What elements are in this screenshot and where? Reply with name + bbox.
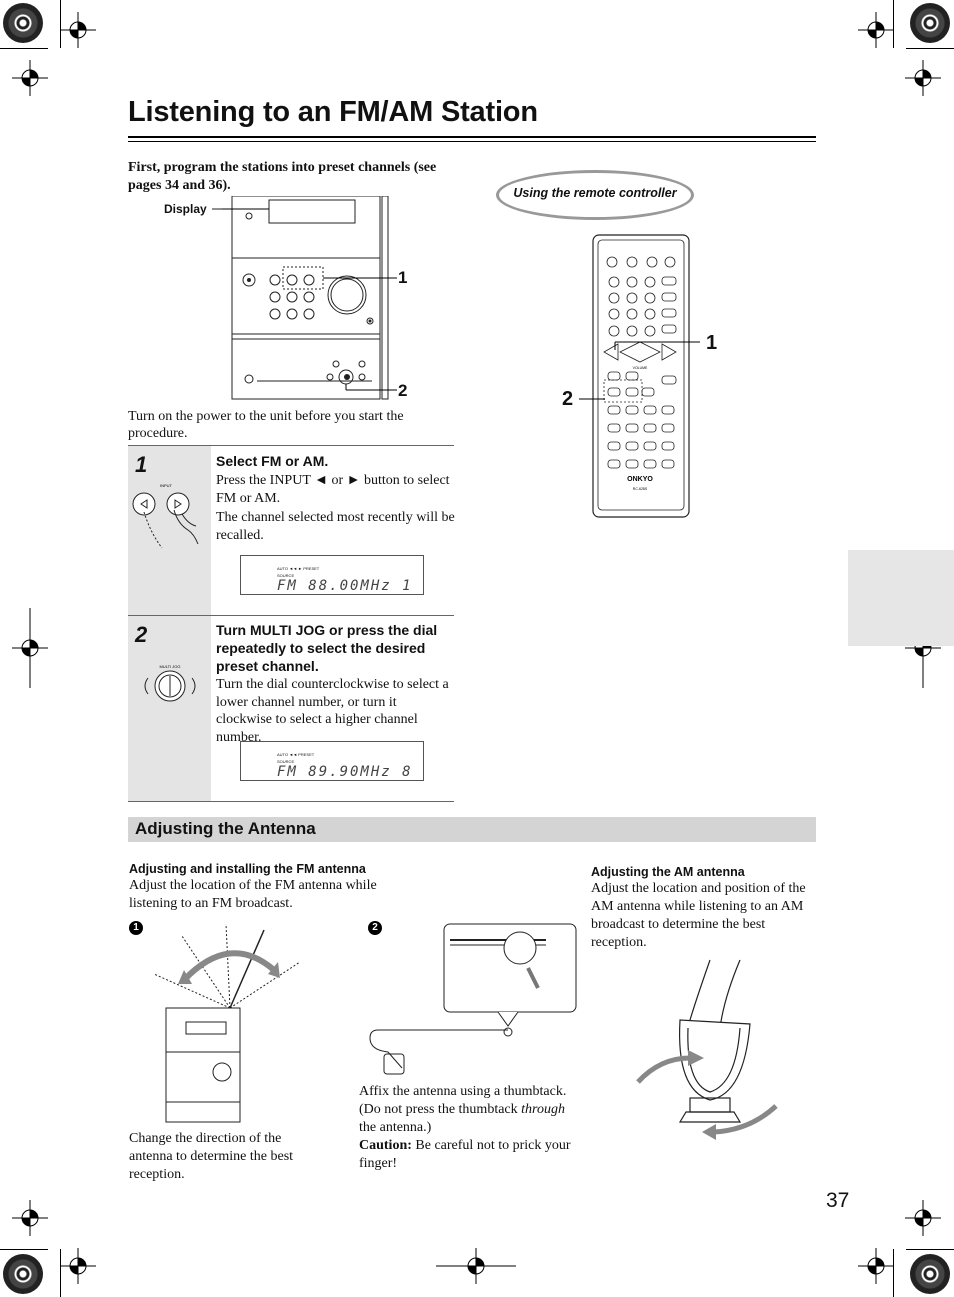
- am-antenna-body: Adjust the location and position of the …: [591, 881, 806, 950]
- fm-antenna-direction-illustration: [153, 923, 301, 1123]
- step-heading: Turn MULTI JOG or press the dial repeate…: [216, 622, 438, 674]
- step-1: 1 INPUT Select FM or AM. Press the INPUT…: [128, 445, 455, 615]
- am-antenna-illustration: [636, 959, 778, 1140]
- remote-callout-leaders: [579, 341, 700, 400]
- step-body: Press the INPUT ◄ or ► button to select …: [216, 473, 450, 506]
- fm-caption-1: Change the direction of the antenna to d…: [129, 1131, 294, 1182]
- fm-antenna-heading: Adjusting and installing the FM antenna: [129, 862, 366, 876]
- lcd-indicators: AUTO ◄◄ ► PRESET: [277, 566, 320, 571]
- step-body: Turn the dial counterclockwise to select…: [216, 677, 449, 745]
- remote-controller-label: Using the remote controller: [513, 186, 677, 200]
- main-unit-illustration: [212, 196, 397, 400]
- fm-caption-2: Affix the antenna using a thumbtack. (Do…: [359, 1084, 571, 1171]
- step-number: 2: [135, 622, 148, 647]
- input-button-label: INPUT: [160, 483, 173, 488]
- page-number: 37: [826, 1189, 850, 1212]
- remote-control-illustration: ONKYO RC-628S VOLUME: [592, 234, 690, 518]
- step-number: 1: [135, 452, 148, 477]
- am-antenna-heading: Adjusting the AM antenna: [591, 865, 745, 879]
- caution-label: Caution:: [359, 1138, 412, 1153]
- bullet-2: 2: [368, 921, 382, 935]
- title-rule: [128, 136, 816, 138]
- corner-registration-disc: [3, 1254, 43, 1294]
- lcd-display: AUTO ◄◄ PRESET SOURCE FM 89.90MHz 8: [240, 741, 424, 781]
- power-note: Turn on the power to the unit before you…: [128, 409, 404, 441]
- title-rule: [128, 141, 816, 142]
- lcd-display: AUTO ◄◄ ► PRESET SOURCE FM 88.00MHz 1: [240, 555, 424, 595]
- bullet-1: 1: [129, 921, 143, 935]
- step-sidebar: 2 MULTI JOG: [128, 616, 211, 801]
- unit-callout-1: 1: [398, 268, 408, 287]
- remote-callout-1: 1: [706, 332, 718, 354]
- caution-text: Be careful not to prick your finger!: [359, 1138, 571, 1171]
- lcd-source: SOURCE: [277, 759, 295, 764]
- lcd-indicators: AUTO ◄◄ PRESET: [277, 752, 315, 757]
- thumbtack-illustration: [369, 923, 577, 1075]
- step-sidebar: 1 INPUT: [128, 446, 211, 615]
- section-title: Adjusting the Antenna: [135, 819, 316, 838]
- unit-callout-2: 2: [398, 381, 408, 400]
- corner-registration-disc: [910, 3, 950, 43]
- step-body-secondary: The channel selected most recently will …: [216, 510, 455, 543]
- intro-text: First, program the stations into preset …: [128, 160, 437, 193]
- remote-callout-2: 2: [562, 388, 574, 410]
- input-button-hand-illustration: INPUT: [132, 483, 199, 549]
- corner-registration-disc: [910, 1254, 950, 1294]
- lcd-source: SOURCE: [277, 573, 295, 578]
- corner-registration-disc: [3, 3, 43, 43]
- display-label: Display: [164, 202, 207, 216]
- page-title: Listening to an FM/AM Station: [128, 96, 538, 128]
- remote-volume-label: VOLUME: [633, 366, 648, 370]
- remote-brand: ONKYO: [627, 476, 653, 483]
- multi-jog-dial-illustration: MULTI JOG: [144, 664, 196, 702]
- side-tab: [848, 550, 954, 646]
- step-2: 2 MULTI JOG Turn MULTI JOG or press the …: [128, 615, 454, 802]
- lcd-frequency: FM 89.90MHz 8: [277, 764, 413, 780]
- remote-controller-oval: Using the remote controller: [496, 170, 694, 220]
- lcd-frequency: FM 88.00MHz 1: [277, 578, 413, 594]
- remote-model: RC-628S: [633, 487, 648, 491]
- section-header-antenna: Adjusting the Antenna: [128, 817, 816, 842]
- fm-antenna-body: Adjust the location of the FM antenna wh…: [129, 878, 377, 911]
- dial-label: MULTI JOG: [159, 664, 180, 669]
- step-heading: Select FM or AM.: [216, 453, 329, 469]
